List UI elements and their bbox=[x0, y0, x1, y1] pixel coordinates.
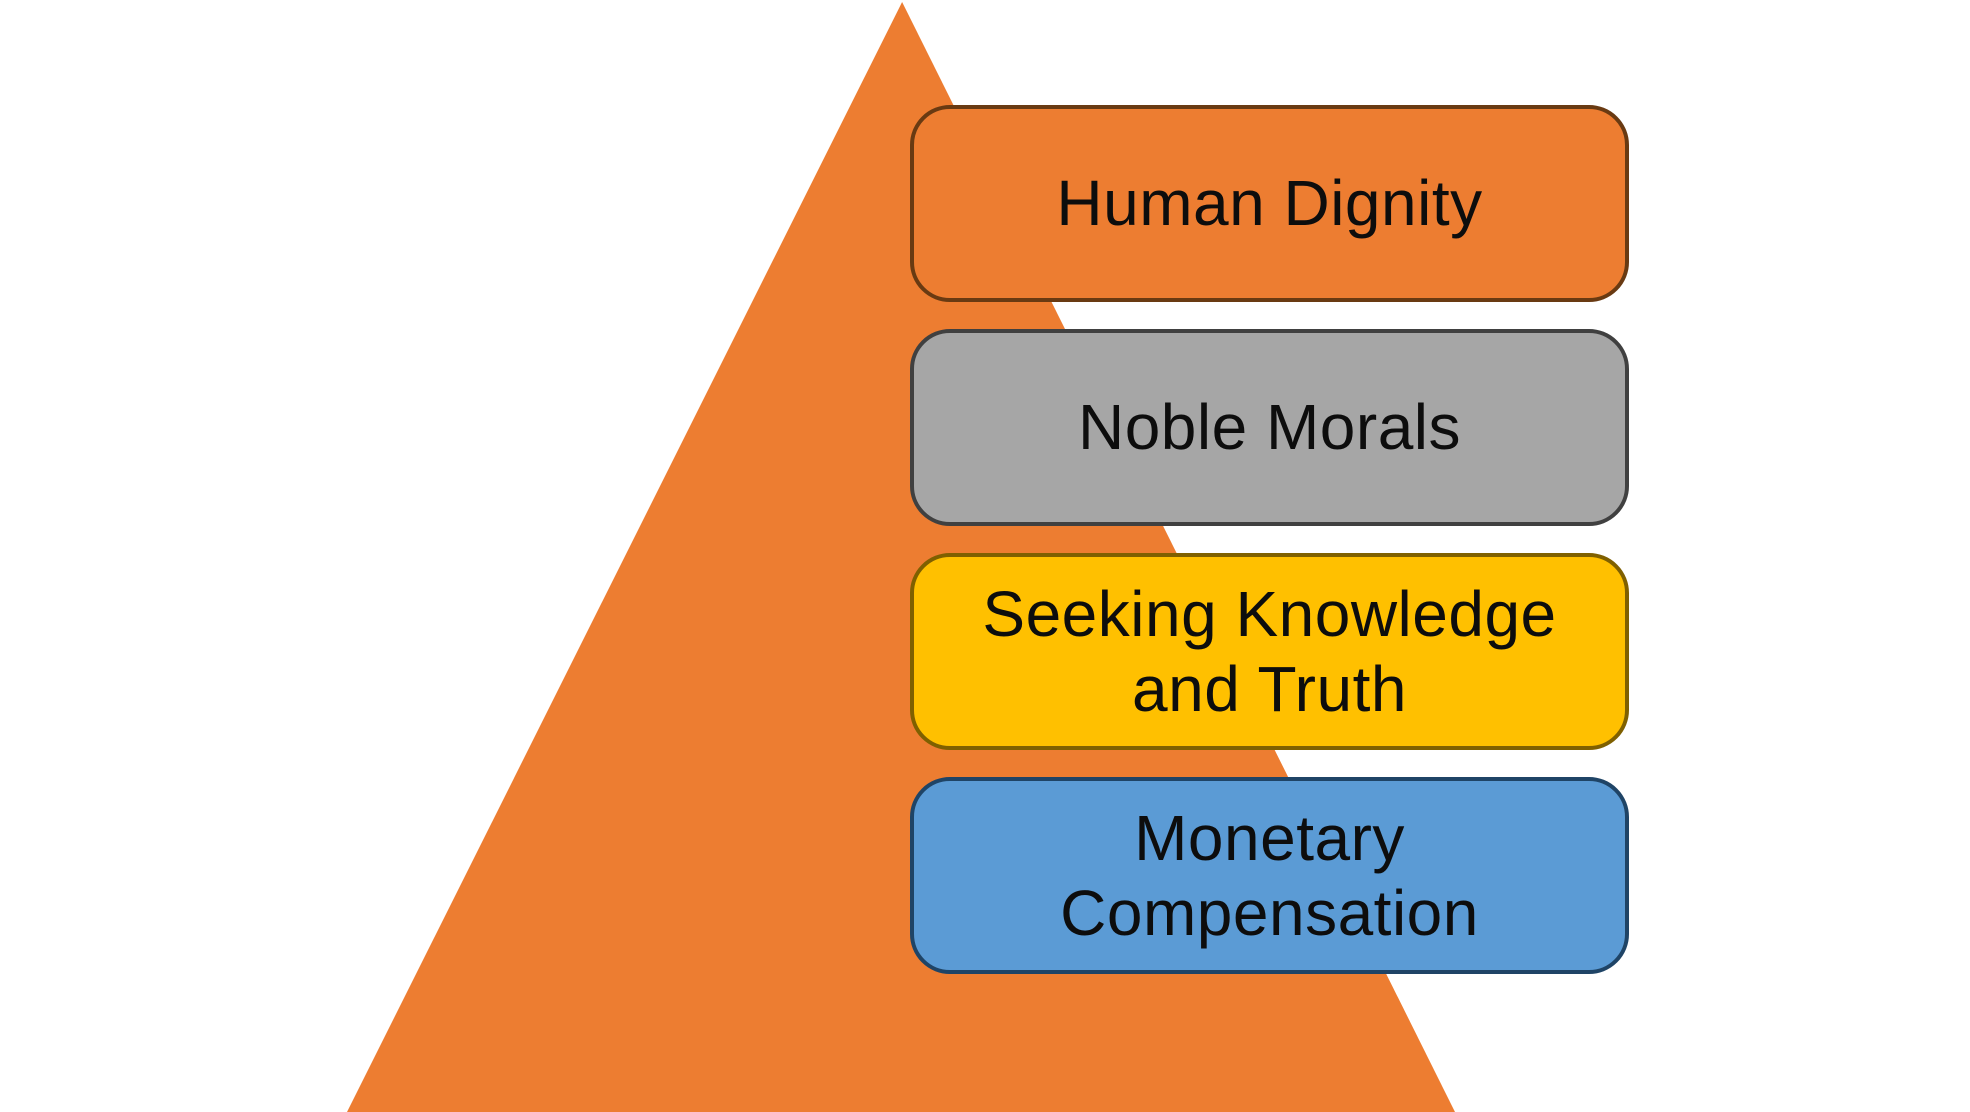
level-box-monetary-compensation: Monetary Compensation bbox=[910, 777, 1629, 974]
level-box-noble-morals: Noble Morals bbox=[910, 329, 1629, 526]
level-label-monetary-compensation: Monetary Compensation bbox=[1060, 802, 1479, 949]
level-label-noble-morals: Noble Morals bbox=[1077, 391, 1462, 464]
level-box-human-dignity: Human Dignity bbox=[910, 105, 1629, 302]
level-box-seeking-knowledge-and-truth: Seeking Knowledge and Truth bbox=[910, 553, 1629, 750]
level-label-human-dignity: Human Dignity bbox=[1056, 167, 1483, 240]
level-label-seeking-knowledge-and-truth: Seeking Knowledge and Truth bbox=[982, 578, 1557, 725]
